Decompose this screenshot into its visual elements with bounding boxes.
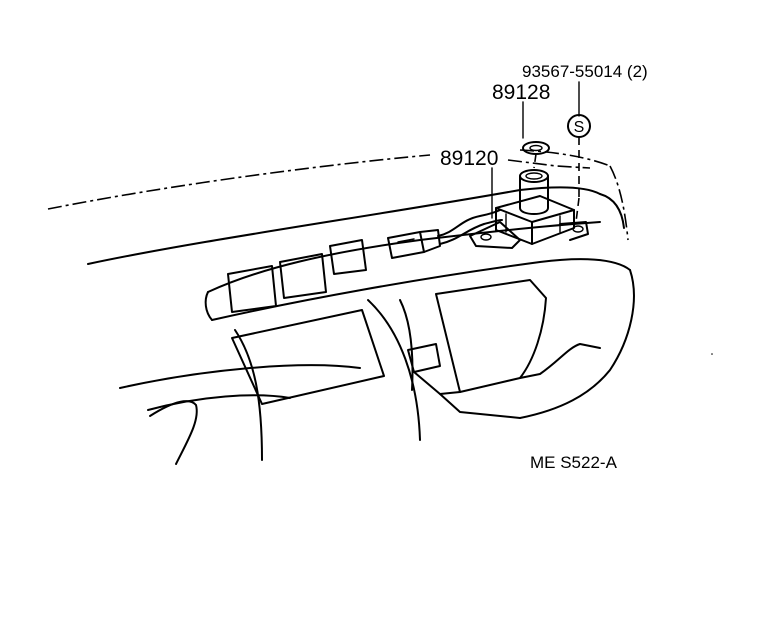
- dashboard-phantom-edge: [47, 149, 629, 241]
- leader-lines: [491, 81, 591, 223]
- sensor-part-number: 89120: [440, 147, 498, 170]
- connector-plug: [387, 229, 441, 259]
- solar-sensor: [469, 169, 589, 249]
- bolt-part-number: 93567-55014 (2): [522, 62, 648, 81]
- dashboard-outline: [87, 186, 635, 465]
- stray-dot: [711, 353, 713, 355]
- dashboard-vents: [227, 239, 367, 313]
- figure-code: ME S522-A: [530, 453, 618, 472]
- lower-panel: [231, 279, 601, 419]
- cap-part-number: 89128: [492, 81, 550, 104]
- bolt-symbol-letter: S: [574, 119, 585, 136]
- bolt-symbol: S: [567, 114, 591, 138]
- sensor-cap: [522, 141, 550, 155]
